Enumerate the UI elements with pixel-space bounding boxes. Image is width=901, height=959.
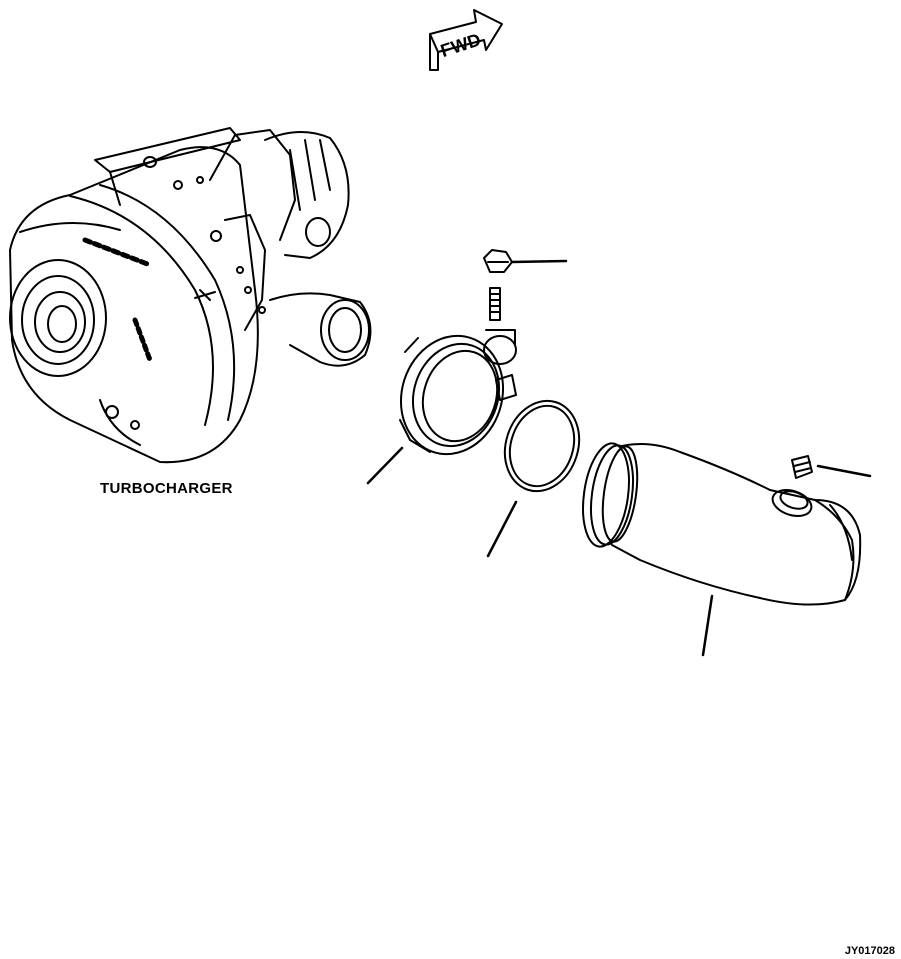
plug-part xyxy=(791,455,872,479)
turbocharger-drawing xyxy=(9,127,372,464)
figure-id: JY017028 xyxy=(844,945,895,957)
o-ring-part xyxy=(486,399,581,558)
fwd-arrow-text: FWD xyxy=(438,29,483,61)
elbow-part xyxy=(582,442,862,657)
turbocharger-label: TURBOCHARGER xyxy=(100,480,233,497)
nut-part xyxy=(483,249,568,273)
clamp-part xyxy=(366,287,517,485)
forward-arrow-icon: FWD xyxy=(429,9,503,71)
